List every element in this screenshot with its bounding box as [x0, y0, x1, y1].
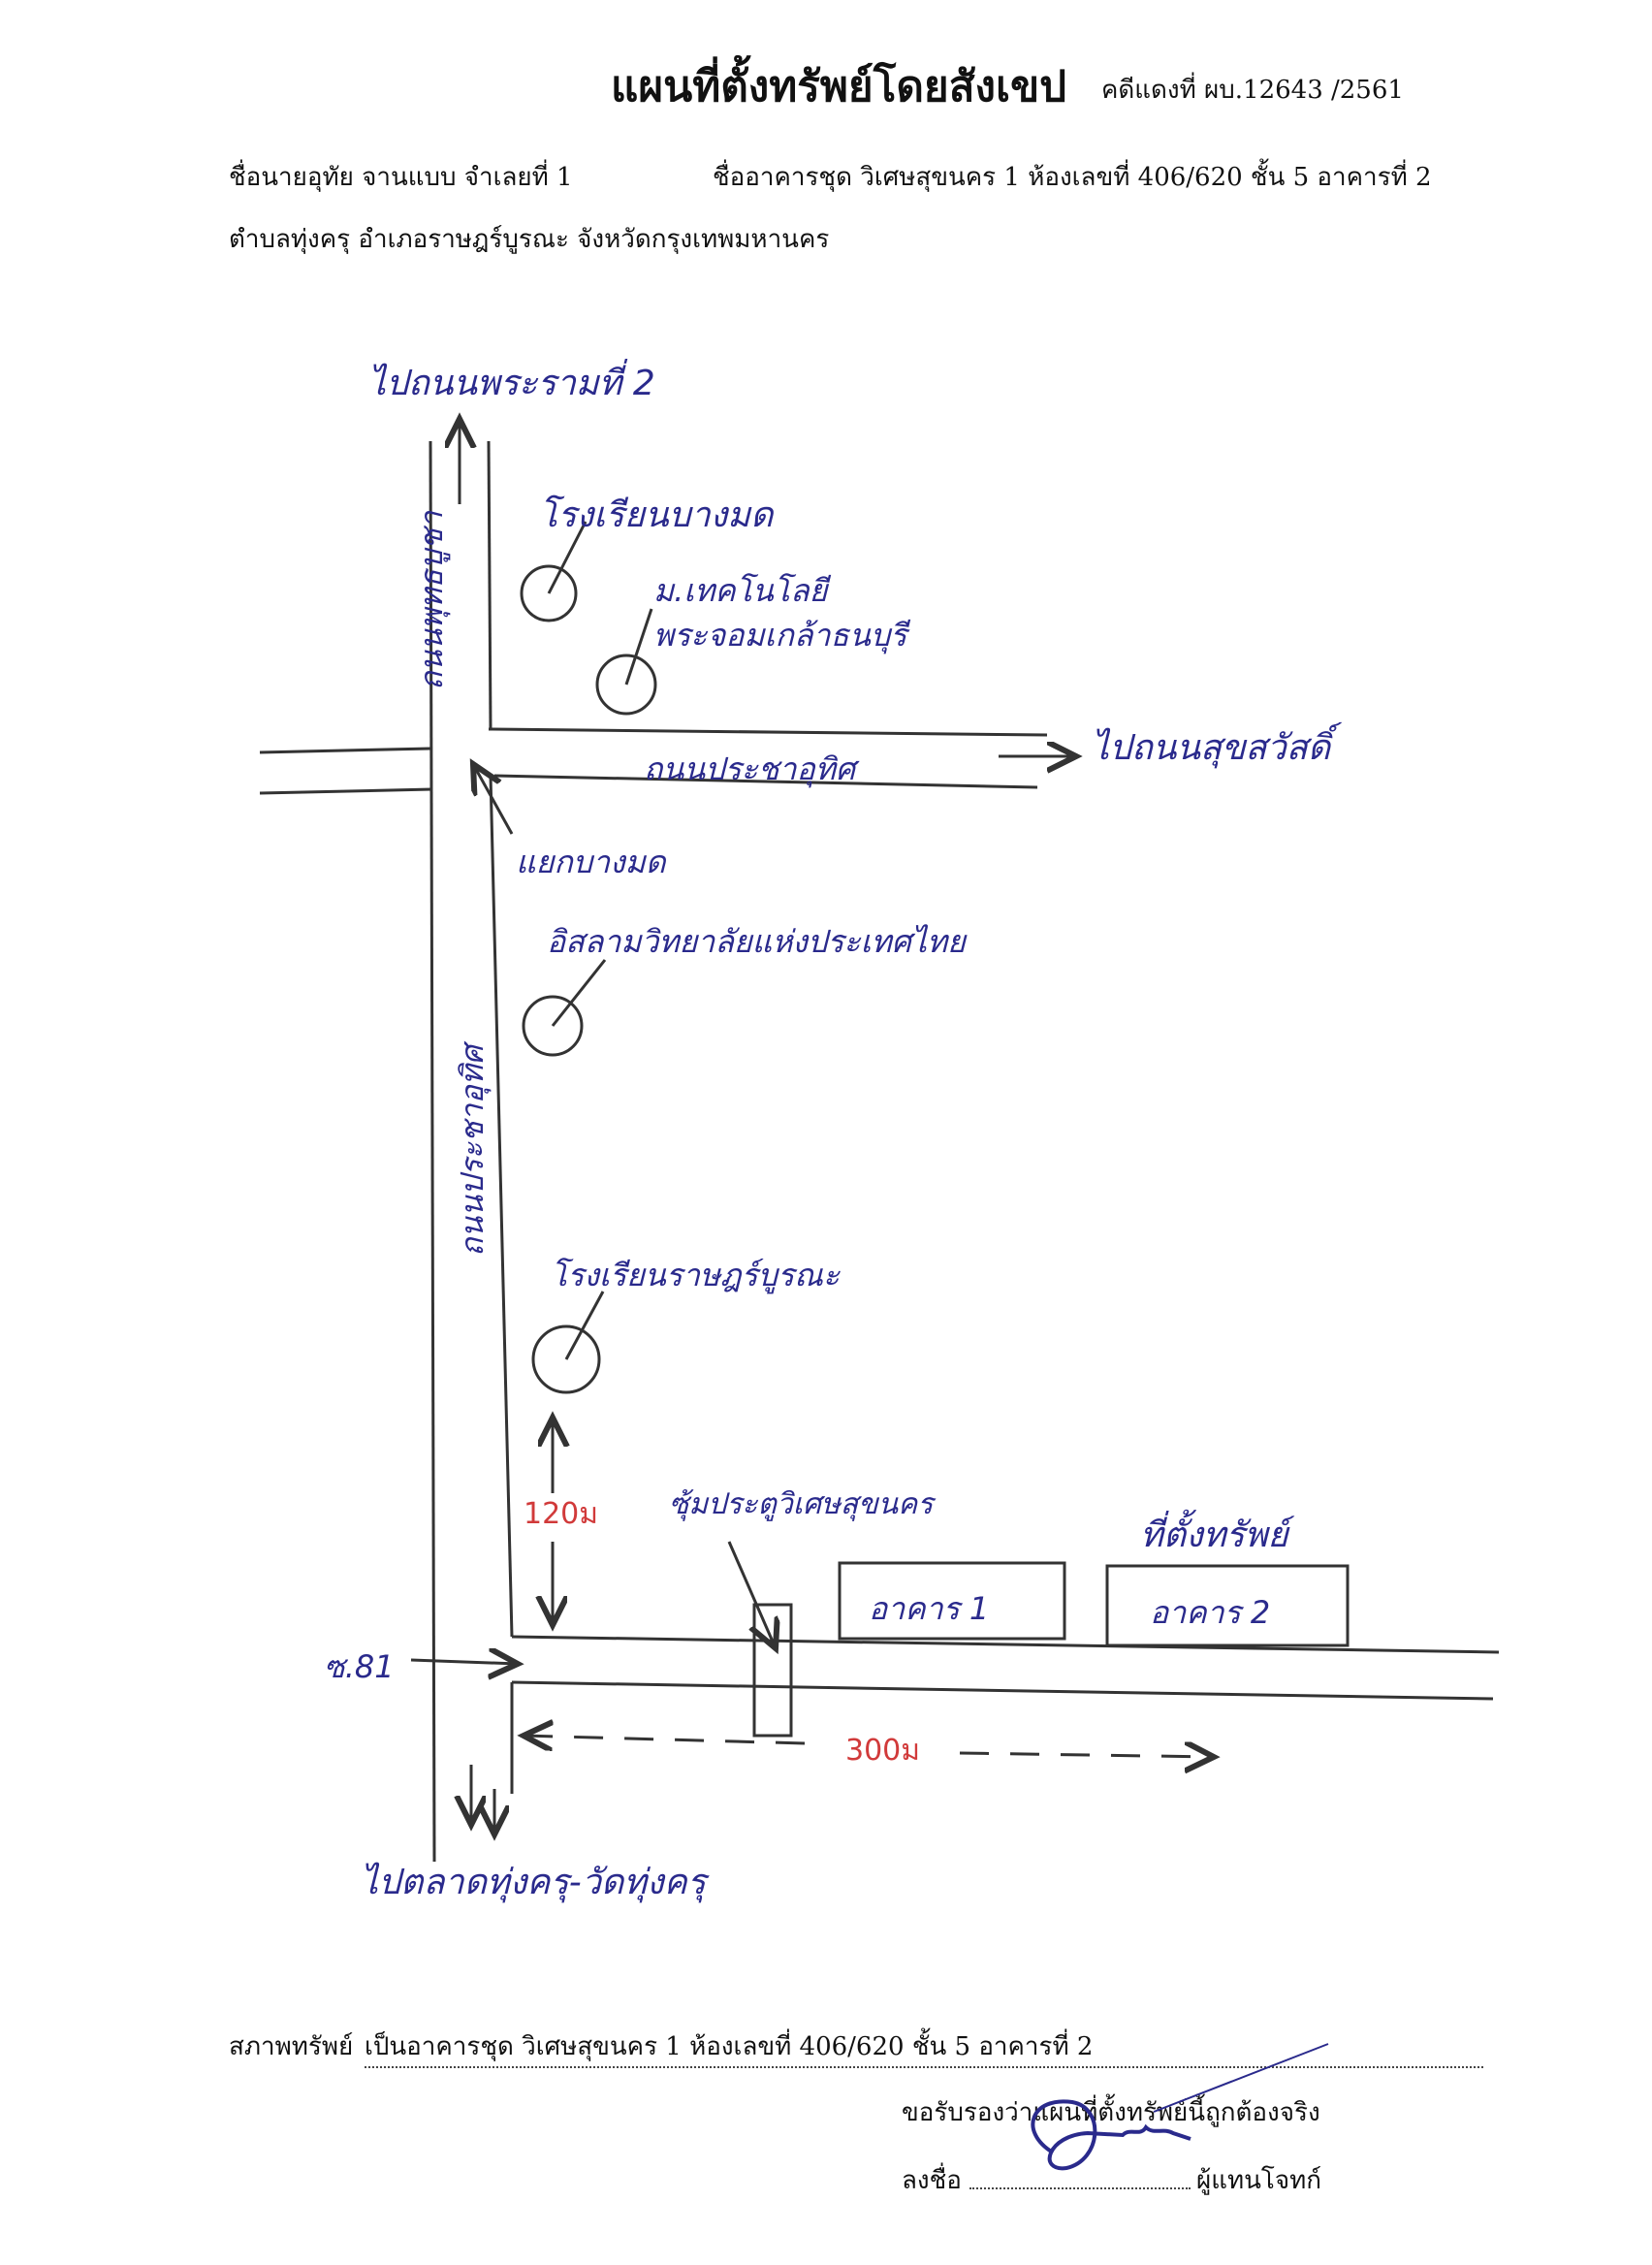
east-destination-label: ไปถนนสุขสวัสดิ์	[1092, 728, 1331, 768]
school-1-label: โรงเรียนบางมด	[539, 495, 774, 535]
main-road-right-edge-lower	[489, 775, 514, 1638]
soi-road-top	[511, 1635, 1500, 1654]
school-2-label: โรงเรียนราษฎร์บูรณะ	[551, 1257, 841, 1293]
certification-text: ขอรับรองว่าแผนที่ตั้งทรัพย์นี้ถูกต้องจริ…	[902, 2098, 1320, 2127]
main-road-lower-label: ถนนประชาอุทิศ	[454, 1044, 491, 1257]
west-road-bottom	[259, 787, 433, 795]
east-road-label: ถนนประชาอุทิศ	[644, 750, 856, 787]
building-2-outline	[1105, 1564, 1350, 1647]
distance-120-label: 120ม	[524, 1497, 599, 1531]
building-1-outline	[838, 1561, 1066, 1641]
building-1-label: อาคาร 1	[869, 1590, 990, 1627]
east-road-top	[488, 727, 1048, 737]
school-1-pointer	[547, 521, 588, 594]
signer-role: ผู้แทนโจทก์	[1196, 2166, 1321, 2195]
page-title: แผนที่ตั้งทรัพย์โดยสังเขป	[611, 62, 1067, 112]
signature-line	[969, 2184, 1191, 2189]
case-number: คดีแดงที่ ผบ.12643 /2561	[1101, 76, 1404, 105]
soi-arrow	[410, 1660, 518, 1664]
signature-mark	[1031, 2043, 1329, 2171]
university-label: ม.เทคโนโลยี	[653, 572, 828, 609]
main-road-left-edge	[429, 440, 436, 1863]
condition-value: เป็นอาคารชุด วิเศษสุขนคร 1 ห้องเลขที่ 40…	[365, 2026, 1483, 2068]
school-2-pointer	[564, 1291, 605, 1360]
north-destination-label: ไปถนนพระรามที่ 2	[368, 364, 655, 403]
condition-label: สภาพทรัพย์	[229, 2032, 354, 2061]
west-road-top	[259, 747, 431, 754]
property-label: ที่ตั้งทรัพย์	[1140, 1515, 1288, 1555]
soi-label: ซ.81	[324, 1648, 395, 1685]
main-road-upper-label: ถนนพุทธบูชา	[413, 511, 450, 690]
intersection-label: แยกบางมด	[516, 844, 666, 880]
condo-info: ชื่ออาคารชุด วิเศษสุขนคร 1 ห้องเลขที่ 40…	[713, 163, 1432, 192]
school-2-marker	[531, 1324, 601, 1394]
main-road-right-edge-upper	[487, 440, 492, 730]
distance-300-right	[959, 1753, 1214, 1757]
school-1-marker	[520, 564, 578, 622]
location-info: ตำบลทุ่งครุ อำเภอราษฎร์บูรณะ จังหวัดกรุง…	[229, 225, 830, 254]
defendant-info: ชื่อนายอุทัย จานแบบ จำเลยที่ 1	[229, 163, 573, 192]
university-pointer	[624, 608, 653, 686]
university-marker	[595, 654, 657, 716]
building-2-label: อาคาร 2	[1150, 1594, 1271, 1631]
distance-300-label: 300ม	[845, 1734, 921, 1768]
college-label: อิสลามวิทยาลัยแห่งประเทศไทย	[547, 923, 966, 960]
gate-label: ซุ้มประตูวิเศษสุขนคร	[669, 1487, 934, 1521]
soi-road-bottom	[511, 1680, 1494, 1701]
east-road-bottom	[493, 774, 1038, 789]
signature-label: ลงชื่อ	[902, 2166, 962, 2195]
gate-pointer	[727, 1541, 776, 1648]
intersection-arrow	[473, 764, 514, 835]
college-marker	[522, 995, 584, 1057]
university-label-2: พระจอมเกล้าธนบุรี	[653, 617, 907, 654]
college-pointer	[551, 959, 607, 1027]
south-destination-label: ไปตลาดทุ่งครุ-วัดทุ่งครุ	[361, 1863, 707, 1902]
gate-structure	[752, 1603, 793, 1738]
